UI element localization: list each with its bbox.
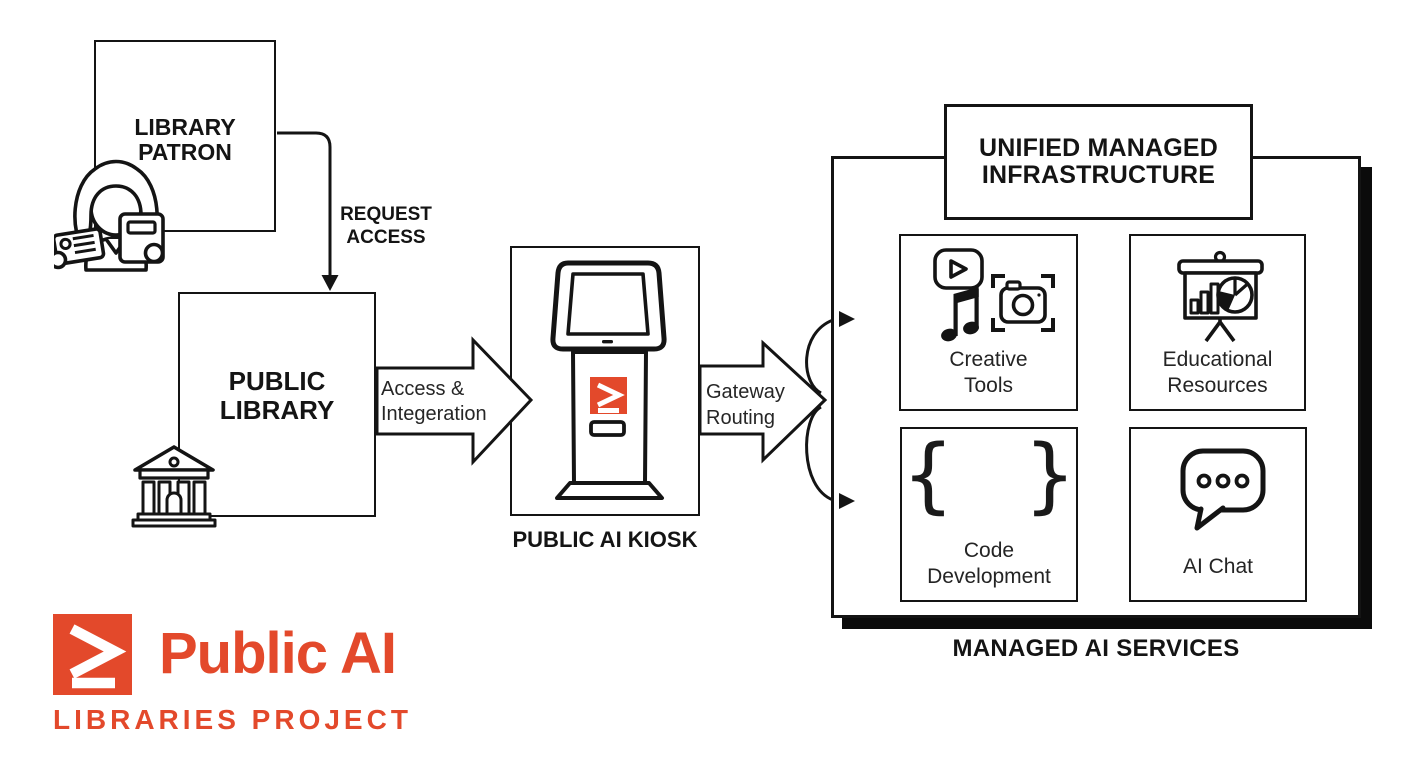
public-ai-kiosk-box xyxy=(510,246,700,516)
library-label-line1: PUBLIC xyxy=(228,365,326,396)
infrastructure-line2: INFRASTRUCTURE xyxy=(981,161,1216,189)
creative-tools-icons xyxy=(933,248,1055,342)
code-development-label-line2: Development xyxy=(927,565,1051,588)
public-ai-logo: Public AI LIBRARIES PROJECT xyxy=(53,614,473,735)
kiosk-icon xyxy=(550,260,667,500)
educational-resources-label-line1: Educational xyxy=(1162,348,1273,371)
presentation-chart-icon xyxy=(1177,250,1264,343)
service-box-ai-chat: AI Chat xyxy=(1129,427,1307,602)
music-note-icon xyxy=(941,287,979,342)
code-braces-icon: {} xyxy=(902,428,1076,523)
patron-label-line1: LIBRARY xyxy=(134,114,236,140)
library-building-icon xyxy=(131,445,217,528)
ai-chat-label: AI Chat xyxy=(1182,555,1254,578)
public-library-box: PUBLIC LIBRARY xyxy=(131,292,376,528)
service-box-creative-tools: Creative Tools xyxy=(899,234,1078,411)
request-access-label: REQUEST ACCESS xyxy=(340,204,432,248)
kiosk-caption: PUBLIC AI KIOSK xyxy=(512,527,698,552)
service-box-educational-resources: Educational Resources xyxy=(1129,234,1306,411)
logo-subtitle: LIBRARIES PROJECT xyxy=(53,704,412,735)
creative-tools-label-line2: Tools xyxy=(963,374,1014,397)
infrastructure-line1: UNIFIED MANAGED xyxy=(978,134,1219,162)
chat-bubble-icon xyxy=(1180,448,1266,531)
library-patron-box: LIBRARY PATRON xyxy=(54,40,276,272)
camera-icon xyxy=(991,274,1055,332)
code-development-label-line1: Code xyxy=(963,539,1015,562)
public-ai-logo-icon xyxy=(53,614,132,695)
service-box-code-development: {} Code Development xyxy=(900,427,1078,602)
educational-resources-label-line2: Resources xyxy=(1167,374,1268,397)
gateway-routing-label: Gateway Routing xyxy=(706,381,785,429)
request-access-arrow xyxy=(277,131,339,291)
library-label-line2: LIBRARY xyxy=(219,394,335,425)
access-integration-label: Access & Integeration xyxy=(381,378,487,425)
library-patron-icon xyxy=(54,159,165,272)
managed-services-caption: MANAGED AI SERVICES xyxy=(952,635,1240,662)
patron-label-line2: PATRON xyxy=(138,139,232,165)
logo-title: Public AI xyxy=(159,621,397,686)
unified-infrastructure-box: UNIFIED MANAGED INFRASTRUCTURE xyxy=(944,104,1253,220)
creative-tools-label-line1: Creative xyxy=(949,348,1028,371)
